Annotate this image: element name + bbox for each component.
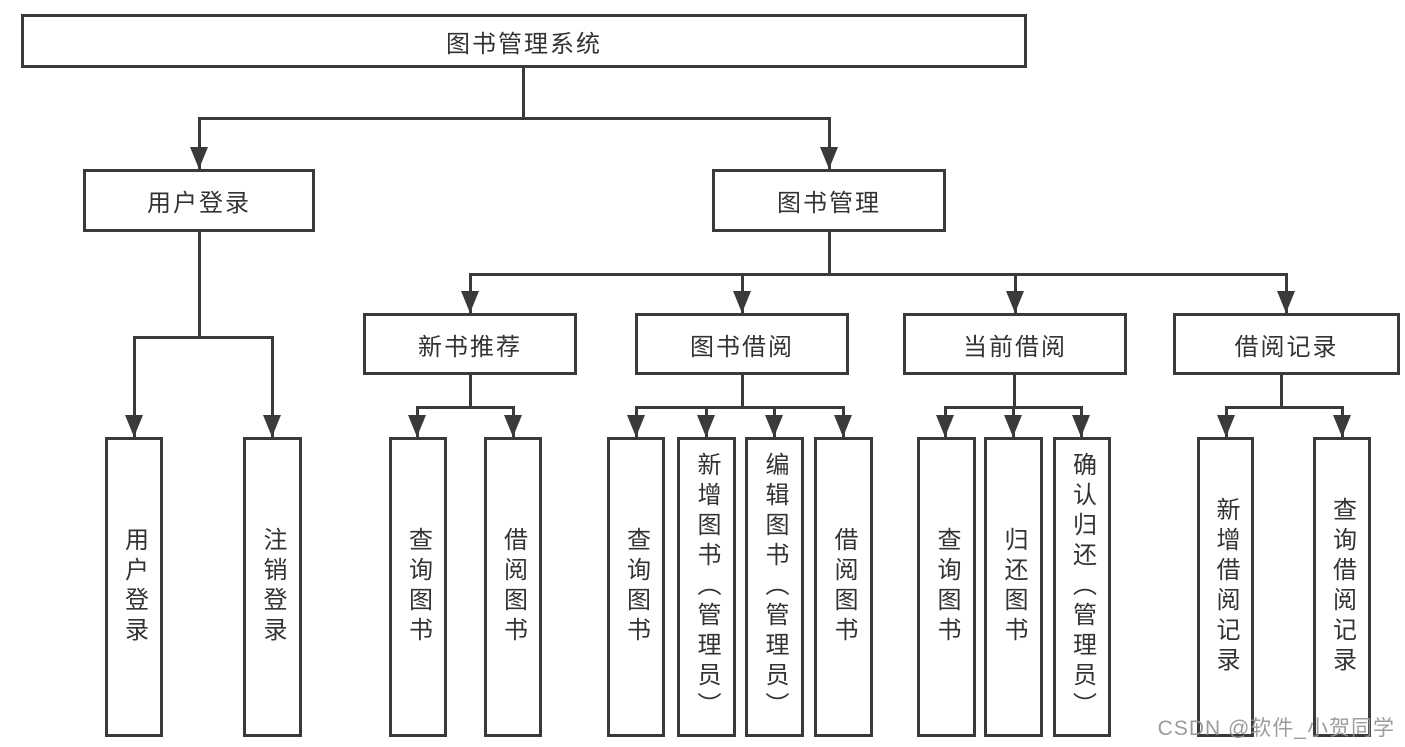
connector-user-login-branch	[133, 336, 274, 339]
connector-book-mgmt-stem	[828, 232, 831, 273]
leaf-add-borrow-record: 新增借阅记录	[1197, 437, 1254, 737]
connector-drop-user-login	[198, 117, 201, 169]
connector-book-borrow-branch	[635, 406, 845, 409]
node-book-borrow: 图书借阅	[635, 313, 849, 375]
leaf-user-login: 用户登录	[105, 437, 163, 737]
leaf-query-books-recommend: 查询图书	[389, 437, 447, 737]
connector-drop-logout-leaf	[271, 336, 274, 437]
arrowhead-borrow2	[834, 415, 852, 437]
arrowhead-borrow1	[504, 415, 522, 437]
arrowhead-book-mgmt	[820, 147, 838, 169]
arrowhead-confirm	[1072, 415, 1090, 437]
arrowhead-query2	[627, 415, 645, 437]
connector-records-branch	[1225, 406, 1344, 409]
leaf-borrow-books-recommend: 借阅图书	[484, 437, 542, 737]
connector-root-stem	[522, 68, 525, 117]
leaf-confirm-return-admin: 确认归还（管理员）	[1053, 437, 1111, 737]
leaf-edit-book-admin: 编辑图书（管理员）	[745, 437, 804, 737]
leaf-query-borrow-record: 查询借阅记录	[1313, 437, 1371, 737]
leaf-borrow-books: 借阅图书	[814, 437, 873, 737]
arrowhead-logout-leaf	[263, 415, 281, 437]
arrowhead-add-book	[697, 415, 715, 437]
arrowhead-user-login	[190, 147, 208, 169]
connector-drop-login-leaf	[133, 336, 136, 437]
node-book-management: 图书管理	[712, 169, 946, 232]
connector-new-book-stem	[469, 375, 472, 406]
arrowhead-login-leaf	[125, 415, 143, 437]
connector-records-stem	[1280, 375, 1283, 406]
leaf-return-book: 归还图书	[984, 437, 1043, 737]
node-library-system: 图书管理系统	[21, 14, 1027, 68]
arrowhead-query-record	[1333, 415, 1351, 437]
connector-current-stem	[1013, 375, 1016, 406]
leaf-query-books-current: 查询图书	[917, 437, 976, 737]
connector-book-mgmt-branch	[469, 273, 1288, 276]
connector-user-login-stem	[198, 232, 201, 336]
arrowhead-book-borrow	[733, 291, 751, 313]
node-user-login: 用户登录	[83, 169, 315, 232]
leaf-logout: 注销登录	[243, 437, 302, 737]
node-current-borrow: 当前借阅	[903, 313, 1127, 375]
node-borrow-records: 借阅记录	[1173, 313, 1400, 375]
arrowhead-edit-book	[765, 415, 783, 437]
leaf-query-books-borrow: 查询图书	[607, 437, 665, 737]
arrowhead-query1	[408, 415, 426, 437]
arrowhead-new-book	[461, 291, 479, 313]
connector-drop-book-mgmt	[828, 117, 831, 169]
connector-root-branch	[198, 117, 831, 120]
csdn-watermark: CSDN @软件_小贺同学	[1157, 717, 1395, 740]
arrowhead-query3	[936, 415, 954, 437]
arrowhead-add-record	[1217, 415, 1235, 437]
connector-new-book-branch	[416, 406, 515, 409]
arrowhead-return	[1004, 415, 1022, 437]
node-new-book-recommend: 新书推荐	[363, 313, 577, 375]
arrowhead-records	[1277, 291, 1295, 313]
arrowhead-current	[1006, 291, 1024, 313]
leaf-add-book-admin: 新增图书（管理员）	[677, 437, 736, 737]
connector-book-borrow-stem	[741, 375, 744, 406]
